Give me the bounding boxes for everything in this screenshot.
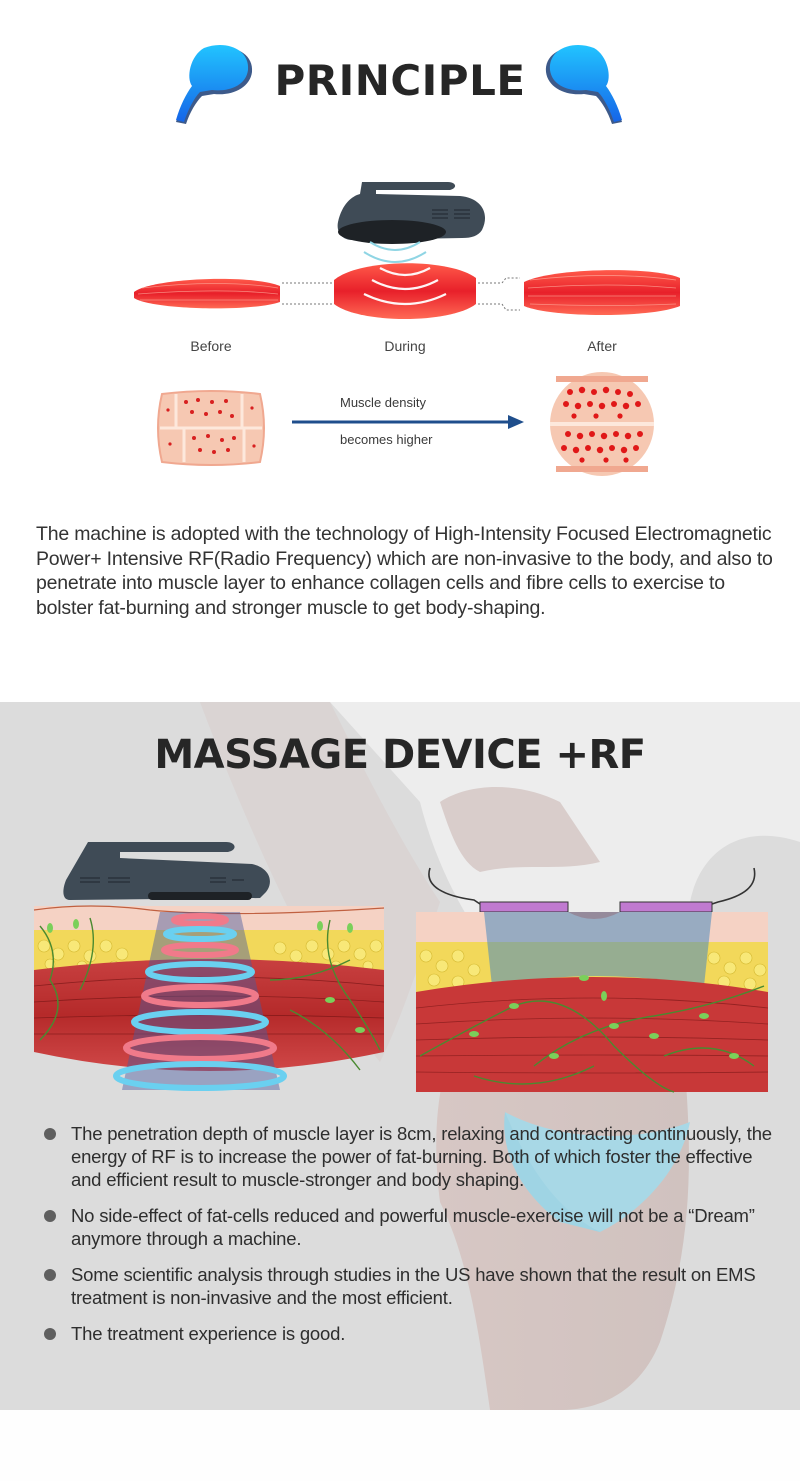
bullet-dot-icon (44, 1128, 56, 1140)
bullet-dot-icon (44, 1269, 56, 1281)
density-label-top: Muscle density (340, 395, 426, 410)
benefit-text: The treatment experience is good. (71, 1323, 346, 1344)
muscle-during-illustration (334, 263, 476, 319)
electromagnetic-waves-icon (363, 241, 427, 263)
tissue-after-illustration (550, 372, 654, 476)
principle-diagram: Before During After Muscle density becom… (120, 170, 690, 490)
bullet-dot-icon (44, 1328, 56, 1340)
stage-label-after: After (587, 338, 617, 354)
benefit-item: Some scientific analysis through studies… (44, 1263, 774, 1309)
benefit-text: Some scientific analysis through studies… (71, 1264, 756, 1308)
muscle-after-illustration (524, 270, 680, 315)
bullet-dot-icon (44, 1210, 56, 1222)
next-section-strip (0, 1410, 800, 1481)
rf-electrode-illustration (415, 867, 769, 1093)
device-penetration-illustration (33, 842, 385, 1091)
dotted-connectors (282, 277, 520, 311)
benefit-item: No side-effect of fat-cells reduced and … (44, 1204, 774, 1250)
benefit-text: No side-effect of fat-cells reduced and … (71, 1205, 755, 1249)
massage-rf-section: MASSAGE DEVICE +RF (0, 702, 800, 1410)
density-label-bottom: becomes higher (340, 432, 433, 447)
muscle-before-illustration (134, 278, 280, 309)
massage-title: MASSAGE DEVICE +RF (154, 732, 646, 778)
applicator-paddle-icon (545, 44, 622, 124)
stage-label-before: Before (190, 338, 232, 354)
applicator-paddle-icon (176, 44, 253, 124)
benefit-item: The penetration depth of muscle layer is… (44, 1122, 774, 1191)
tissue-before-illustration (157, 390, 265, 466)
principle-section: PRINCIPLE (0, 0, 800, 702)
benefit-text: The penetration depth of muscle layer is… (71, 1123, 772, 1190)
principle-title: PRINCIPLE (274, 56, 526, 105)
arrow-right-icon (292, 415, 524, 429)
benefit-list: The penetration depth of muscle layer is… (44, 1122, 774, 1358)
massage-device-icon (337, 182, 486, 244)
benefit-item: The treatment experience is good. (44, 1322, 774, 1345)
principle-description: The machine is adopted with the technolo… (36, 523, 773, 619)
stage-label-during: During (384, 338, 426, 354)
